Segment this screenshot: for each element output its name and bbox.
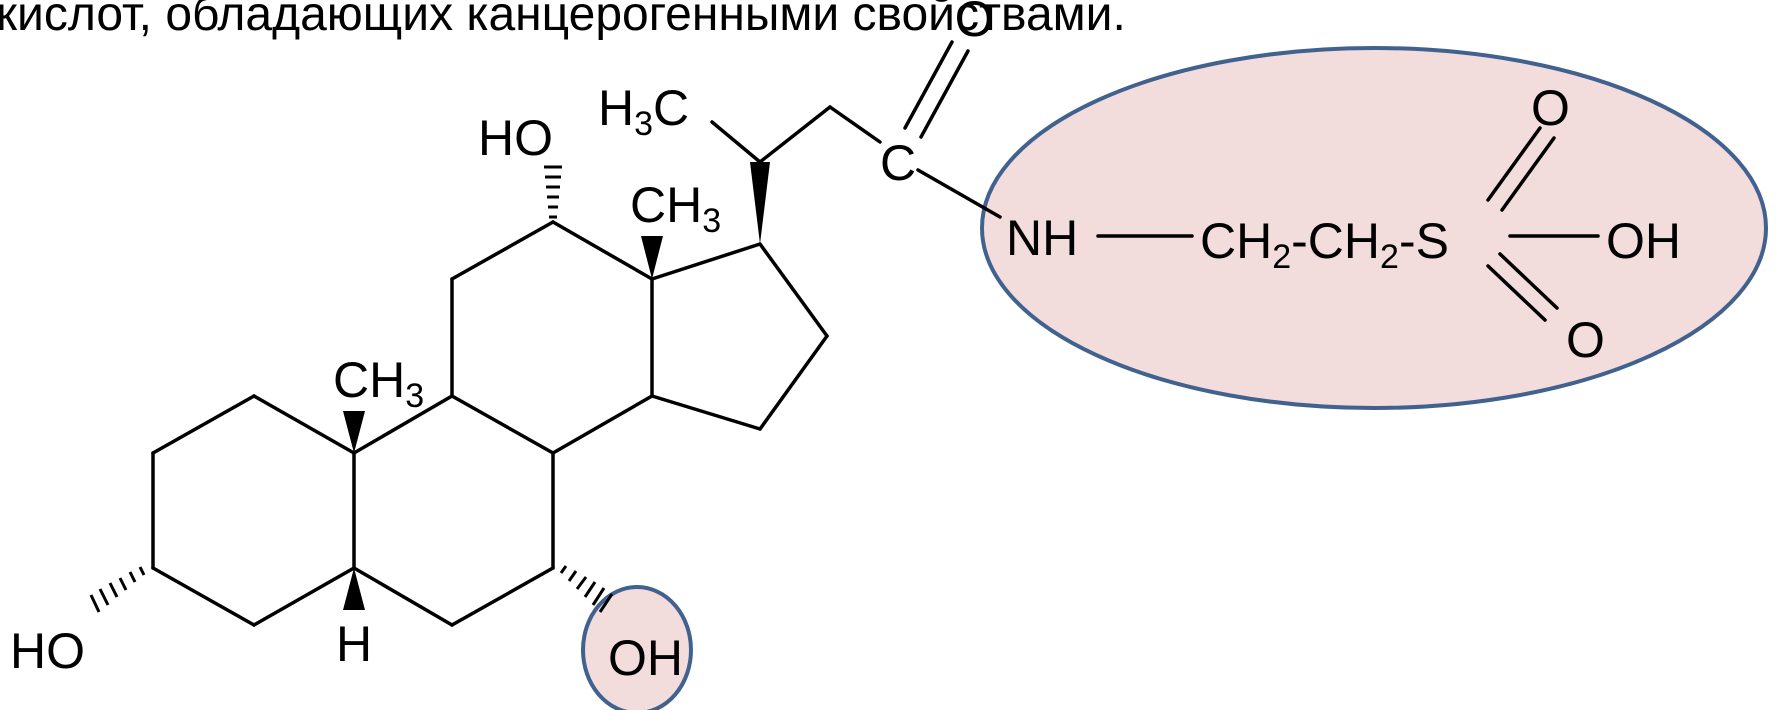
s-atom: S xyxy=(1416,213,1449,269)
dash-a: - xyxy=(1291,213,1308,269)
ch2-b: CH xyxy=(1308,213,1380,269)
taurine-highlight-ellipse xyxy=(980,46,1768,410)
so3h-o-top-label: O xyxy=(1531,80,1570,136)
ch2-a: CH xyxy=(1200,213,1272,269)
ch2-b-sub: 2 xyxy=(1380,238,1399,276)
ch2-a-sub: 2 xyxy=(1272,238,1291,276)
h3c-sub: 3 xyxy=(634,105,653,143)
taurine-fragment: NH CH2-CH2-S OH O O xyxy=(1006,80,1681,368)
so3h-o-bottom-label: O xyxy=(1566,312,1605,368)
wedge-bond-c17 xyxy=(750,162,770,244)
ring-a xyxy=(151,394,356,627)
carbonyl-o-label: O xyxy=(955,0,994,47)
hash-bond-oh-7 xyxy=(559,565,614,613)
side-chain xyxy=(710,40,1002,244)
ch3-10-sub: 3 xyxy=(405,377,424,415)
h3c-label: H3C xyxy=(598,80,689,143)
so3h-oh-label: OH xyxy=(1606,213,1681,269)
ring-b xyxy=(352,394,555,627)
carbonyl-c-label: C xyxy=(880,135,916,191)
nh-label: NH xyxy=(1006,210,1078,266)
h3c-c: C xyxy=(653,80,689,136)
ch3-13-label: CH3 xyxy=(630,177,721,240)
ch3-13-sub: 3 xyxy=(702,202,721,240)
wedge-bond-ch3-13 xyxy=(641,236,663,279)
ho-12-label: HO xyxy=(478,110,553,166)
h3c-h: H xyxy=(598,80,634,136)
oh-7-highlight-ellipse xyxy=(581,585,693,710)
ch3-10-ch: CH xyxy=(333,352,405,408)
ring-c xyxy=(450,220,654,455)
ring-d xyxy=(650,242,829,431)
ch3-10-label: CH3 xyxy=(333,352,424,415)
stereo-bonds xyxy=(89,165,663,613)
hash-bond-ho-3 xyxy=(89,566,146,613)
wedge-bond-ch3-10 xyxy=(343,411,365,453)
ch3-13-ch: CH xyxy=(630,177,702,233)
ho-3-label: HO xyxy=(10,623,85,679)
ch2-ch2-s-label: CH2-CH2-S xyxy=(1200,213,1449,276)
oh-7-label: OH xyxy=(608,630,683,686)
hash-bond-oh-12 xyxy=(544,165,562,219)
h-5-label: H xyxy=(336,616,372,672)
dash-b: - xyxy=(1399,213,1416,269)
caption-text: кислот, обладающих канцерогенными свойст… xyxy=(0,0,1126,41)
wedge-bond-h-5 xyxy=(343,568,365,610)
